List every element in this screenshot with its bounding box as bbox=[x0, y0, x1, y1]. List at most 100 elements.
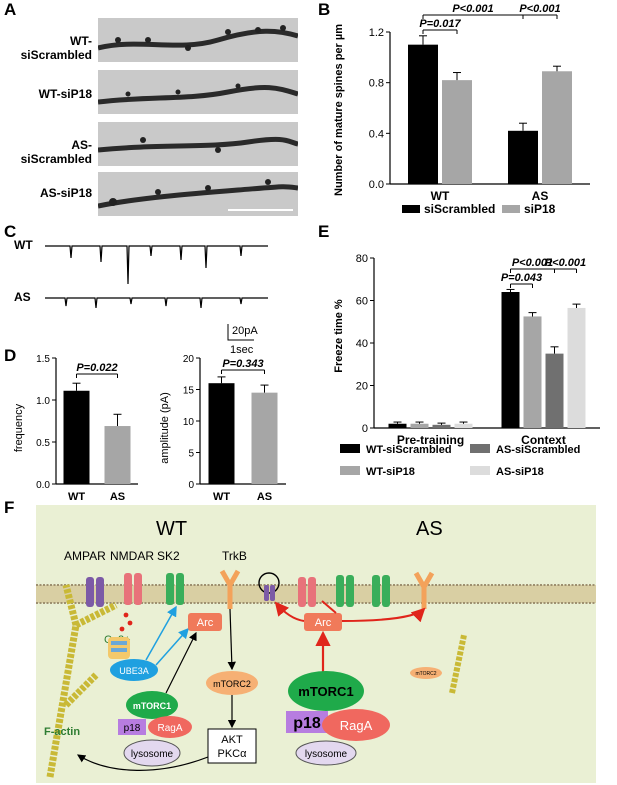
as-raga-node bbox=[322, 709, 390, 741]
lysosome-label: lysosome bbox=[131, 749, 174, 760]
calcium-icon bbox=[119, 612, 133, 632]
p18-node bbox=[118, 719, 146, 735]
bar bbox=[63, 390, 90, 484]
micrograph-wt-siscrambled bbox=[98, 18, 298, 62]
x-tick-label: AS bbox=[532, 189, 549, 203]
y-tick-label: 1.5 bbox=[36, 354, 50, 365]
trace-wt bbox=[45, 245, 268, 285]
wt-title: WT bbox=[156, 518, 187, 540]
bar bbox=[523, 316, 542, 428]
significance-label: P<0.001 bbox=[512, 257, 553, 269]
x-tick-label: WT bbox=[431, 189, 450, 203]
chart-b-legend: siScrambled siP18 bbox=[402, 202, 556, 216]
y-tick-label: 80 bbox=[356, 253, 368, 265]
panel-c-label: C bbox=[4, 222, 17, 241]
as-arc-node bbox=[304, 613, 342, 631]
as-mtorc1-label: mTORC1 bbox=[298, 684, 353, 699]
bar bbox=[442, 80, 472, 184]
bar bbox=[251, 392, 278, 484]
bar bbox=[501, 292, 520, 428]
x-tick-label: AS bbox=[110, 491, 125, 500]
y-tick-label: 0.8 bbox=[369, 78, 384, 90]
legend-swatch bbox=[340, 444, 360, 453]
mtorc2-label: mTORC2 bbox=[213, 679, 251, 689]
significance-label: P<0.001 bbox=[519, 3, 560, 15]
y-tick-label: 15 bbox=[183, 386, 195, 397]
bar bbox=[542, 71, 572, 184]
as-lysosome-node bbox=[295, 740, 357, 766]
bar bbox=[388, 423, 407, 428]
legend-label: WT-siScrambled bbox=[366, 444, 452, 456]
legend-swatch bbox=[470, 444, 490, 453]
panel-a-row-label: WT-siP18 bbox=[38, 87, 92, 101]
x-tick-label: Context bbox=[521, 433, 566, 447]
as-p18-node bbox=[286, 711, 328, 733]
bar bbox=[410, 423, 429, 428]
x-tick-label: WT bbox=[213, 491, 230, 500]
legend-swatch-sip18 bbox=[502, 205, 520, 213]
legend-label: AS-siScrambled bbox=[496, 444, 580, 456]
y-tick-label: 1.2 bbox=[369, 27, 384, 39]
akt-label: AKT bbox=[221, 734, 243, 746]
significance-label: P=0.017 bbox=[419, 18, 461, 30]
akt-box bbox=[207, 728, 257, 764]
y-tick-label: 40 bbox=[356, 338, 368, 350]
mtorc2-node bbox=[206, 671, 258, 695]
mtorc1-node bbox=[126, 691, 178, 719]
mtorc1-label: mTORC1 bbox=[133, 701, 171, 711]
sk2-icon bbox=[166, 573, 184, 605]
pkc-label: PKCα bbox=[218, 748, 248, 760]
legend-swatch bbox=[340, 466, 360, 475]
nmdar-label: NMDAR bbox=[110, 549, 154, 563]
y-tick-label: 10 bbox=[183, 417, 195, 428]
as-trkb-icon bbox=[413, 571, 435, 609]
x-tick-label: AS bbox=[257, 491, 272, 500]
y-tick-label: 0.0 bbox=[36, 480, 50, 491]
panel-b-label: B bbox=[318, 0, 331, 19]
legend-swatch-siscrambled bbox=[402, 205, 420, 213]
nmdar-icon bbox=[124, 573, 142, 605]
raga-label: RagA bbox=[157, 723, 182, 734]
panel-a-label: A bbox=[4, 0, 17, 19]
scale-x-label: 1sec bbox=[230, 344, 254, 356]
legend-label-siscrambled: siScrambled bbox=[424, 202, 495, 216]
mtorc1-to-arc-arrow bbox=[165, 631, 197, 694]
legend-label: AS-siP18 bbox=[496, 466, 544, 478]
scale-bar bbox=[227, 324, 254, 341]
as-mtorc2-label: mTORC2 bbox=[415, 671, 436, 677]
significance-label: P=0.022 bbox=[76, 362, 117, 374]
bar bbox=[408, 44, 438, 184]
bar bbox=[432, 424, 451, 428]
trkb-to-mtorc2-arrow bbox=[227, 608, 236, 671]
bar bbox=[545, 353, 564, 428]
chart-b-ylabel: Number of mature spines per µm bbox=[333, 24, 345, 196]
ampar-icon bbox=[86, 577, 104, 607]
f-actin-label: F-actin bbox=[44, 726, 80, 738]
p18-label: p18 bbox=[124, 723, 141, 734]
bar bbox=[208, 383, 235, 484]
chart-e-ylabel: Freeze time % bbox=[333, 299, 345, 373]
legend-swatch bbox=[470, 466, 490, 475]
y-tick-label: 60 bbox=[356, 296, 368, 308]
significance-label: P=0.343 bbox=[222, 358, 263, 370]
panel-a-row-label: WT-siScrambled bbox=[20, 34, 92, 62]
pathway-diagram: WT AS AMPAR NMDAR SK2 TrkB Ca2+ F-actin … bbox=[36, 505, 596, 783]
bar bbox=[567, 307, 586, 428]
ube3a-label: UBE3A bbox=[119, 666, 149, 676]
bar bbox=[454, 423, 473, 428]
as-mtorc2-node bbox=[410, 667, 442, 679]
as-title: AS bbox=[416, 518, 443, 540]
as-lysosome-label: lysosome bbox=[305, 749, 348, 760]
panel-e-label: E bbox=[318, 222, 330, 241]
panel-a-row-label: AS-siScrambled bbox=[20, 138, 92, 166]
y-tick-label: 0.0 bbox=[369, 179, 384, 191]
trkb-icon bbox=[219, 569, 241, 609]
y-tick-label: 1.0 bbox=[36, 396, 50, 407]
ube3a-node bbox=[110, 659, 158, 681]
